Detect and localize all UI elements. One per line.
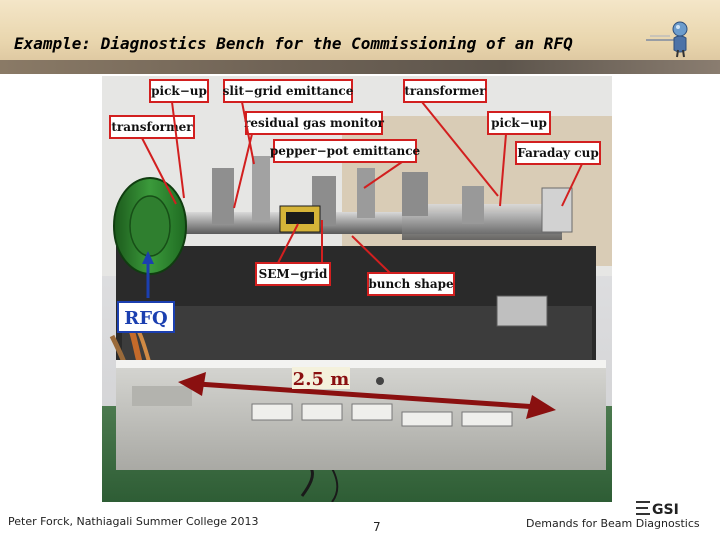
bunch-shape-label: bunch shape [368, 277, 454, 291]
gsi-logo-icon: GSI [636, 501, 679, 518]
length-label: 2.5 m [293, 369, 350, 390]
residual-gas-label: residual gas monitor [244, 116, 385, 130]
page-number: 7 [373, 520, 381, 534]
transformer-top-label: transformer [404, 84, 486, 98]
svg-text:GSI: GSI [652, 502, 679, 518]
diagnostics-bench-photo: 2.5 m RFQ pick−up slit−grid emittance tr… [102, 76, 612, 502]
slide-header [0, 0, 720, 74]
pickup-left-label: pick−up [151, 84, 207, 98]
slit-grid-label: slit−grid emittance [223, 84, 354, 98]
header-band [0, 60, 720, 74]
transformer-left-label: transformer [111, 120, 193, 134]
gsi-figure-logo-icon [646, 21, 688, 58]
slide-title: Example: Diagnostics Bench for the Commi… [14, 34, 573, 53]
sem-grid-label: SEM−grid [259, 267, 328, 281]
pickup-right-label: pick−up [491, 116, 547, 130]
footer-author: Peter Forck, Nathiagali Summer College 2… [8, 515, 259, 528]
faraday-cup-label: Faraday cup [517, 146, 598, 160]
rfq-label: RFQ [124, 308, 167, 329]
pepper-pot-label: pepper−pot emittance [270, 144, 421, 158]
footer-topic: Demands for Beam Diagnostics [526, 517, 700, 530]
